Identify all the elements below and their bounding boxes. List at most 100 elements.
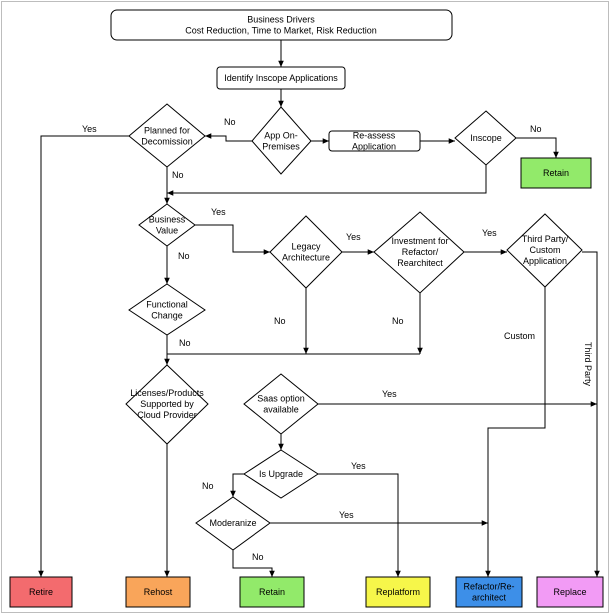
edge-label-bv-yes: Yes xyxy=(211,207,226,217)
edge-label-functional-no: No xyxy=(179,338,191,348)
label-line: architect xyxy=(472,593,507,603)
edge-label-saas-yes: Yes xyxy=(382,389,397,399)
node-moderanize xyxy=(195,496,271,551)
node-third-party-custom xyxy=(506,213,583,288)
label-retain-top: Retain xyxy=(543,168,569,178)
label-line: Third Party/ xyxy=(522,234,569,244)
label-line: Replatform xyxy=(376,587,420,597)
label-inscope: Inscope xyxy=(470,133,502,143)
edge-bv-legacy xyxy=(195,224,270,255)
edge-label-upgrade-no: No xyxy=(202,481,214,491)
label-replace: Replace xyxy=(553,587,586,597)
label-replatform: Replatform xyxy=(376,587,420,597)
label-line: Premises xyxy=(262,142,300,152)
label-line: Retain xyxy=(543,168,569,178)
label-identify-inscope: Identify Inscope Applications xyxy=(224,73,338,83)
node-app-on-premises xyxy=(251,106,312,175)
node-is-upgrade xyxy=(243,449,319,499)
label-line: Business xyxy=(149,215,186,225)
label-line: App On- xyxy=(264,131,298,141)
edge-label-third-party: Third Party xyxy=(583,342,593,387)
label-line: Application xyxy=(352,142,396,152)
node-retain-top xyxy=(520,157,592,189)
node-rehost xyxy=(125,576,191,608)
label-retire: Retire xyxy=(29,587,53,597)
edge-label-moderanize-no: No xyxy=(252,552,264,562)
edge-label-legacy-yes: Yes xyxy=(346,232,361,242)
node-business-drivers xyxy=(110,9,453,41)
edge-thirdparty-refactor xyxy=(485,287,546,577)
node-identify-inscope xyxy=(216,66,346,90)
label-line: Rehost xyxy=(144,587,173,597)
edge-label-onprem-no: No xyxy=(224,117,236,127)
edge-upgrade-moderanize xyxy=(230,473,244,497)
label-line: Replace xyxy=(553,587,586,597)
node-retain-bottom xyxy=(239,576,305,608)
label-refactor-rearchitect: Refactor/Re-architect xyxy=(463,582,514,603)
label-is-upgrade: Is Upgrade xyxy=(259,469,303,479)
node-retire xyxy=(9,576,73,608)
label-moderanize: Moderanize xyxy=(209,518,256,528)
label-line: Investment for xyxy=(391,236,448,246)
edges xyxy=(38,40,600,577)
label-line: Supported by xyxy=(140,399,194,409)
label-line: Architecture xyxy=(282,253,330,263)
node-reassess xyxy=(328,130,421,152)
label-line: Legacy xyxy=(291,242,321,252)
edge-thirdparty-replace xyxy=(582,251,600,577)
label-line: Cloud Provider xyxy=(137,410,197,420)
edge-label-investment-no: No xyxy=(392,316,404,326)
label-line: Inscope xyxy=(470,133,502,143)
node-investment-refactor xyxy=(373,211,465,294)
label-line: Custom xyxy=(529,245,560,255)
label-line: Re-assess xyxy=(353,131,396,141)
node-legacy-architecture xyxy=(269,215,343,289)
label-line: Decomission xyxy=(141,137,193,147)
shapes xyxy=(9,9,604,608)
edge-inscope-retain xyxy=(516,137,559,158)
label-line: Retire xyxy=(29,587,53,597)
label-line: Change xyxy=(151,311,183,321)
node-refactor-rearchitect xyxy=(455,576,523,608)
node-saas-option xyxy=(243,373,319,435)
node-licenses-products xyxy=(125,364,209,445)
label-line: Planned for xyxy=(144,126,190,136)
label-rehost: Rehost xyxy=(144,587,173,597)
label-line: Business Drivers xyxy=(247,15,315,25)
node-replatform xyxy=(365,576,431,608)
label-line: Identify Inscope Applications xyxy=(224,73,338,83)
label-line: Rearchitect xyxy=(397,258,443,268)
edge-label-investment-yes: Yes xyxy=(482,228,497,238)
label-line: Refactor/Re- xyxy=(463,582,514,592)
edge-label-planned-yes: Yes xyxy=(82,124,97,134)
node-inscope xyxy=(454,110,517,166)
node-planned-decommission xyxy=(128,103,206,168)
edge-label-legacy-no: No xyxy=(274,316,286,326)
label-line: Saas option xyxy=(257,394,305,404)
edge-onprem-planned xyxy=(205,133,252,142)
label-line: available xyxy=(263,405,299,415)
node-functional-change xyxy=(128,283,206,336)
edge-inscope-down xyxy=(167,165,487,196)
label-retain-bottom: Retain xyxy=(259,587,285,597)
edge-label-inscope-no: No xyxy=(530,124,542,134)
label-line: Licenses/Products xyxy=(130,388,204,398)
edge-upgrade-replatform xyxy=(318,473,401,577)
edge-labels: Yes No No No Yes No Yes No Yes No No Cus… xyxy=(82,117,593,562)
edge-label-planned-no: No xyxy=(172,170,184,180)
node-replace xyxy=(536,576,604,608)
label-line: Retain xyxy=(259,587,285,597)
edge-planned-retire xyxy=(38,135,129,577)
edge-label-bv-no: No xyxy=(178,251,190,261)
label-app-on-premises: App On-Premises xyxy=(262,131,300,152)
